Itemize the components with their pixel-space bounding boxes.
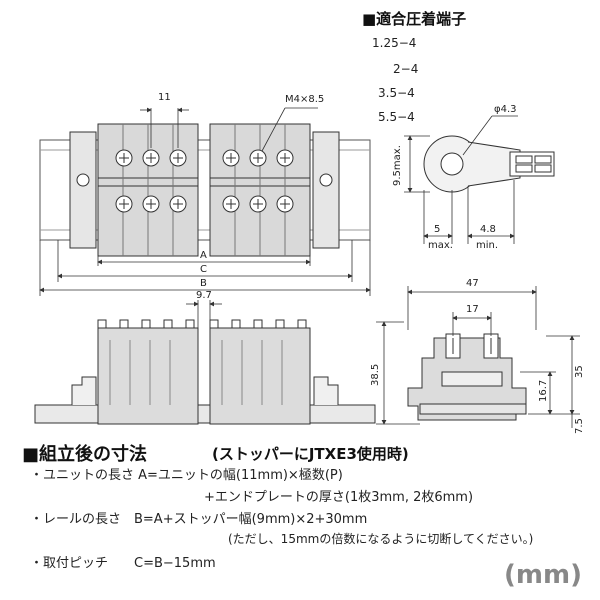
lug-d1-note: max. xyxy=(428,240,453,251)
terminals-heading: ■適合圧着端子 xyxy=(362,10,467,28)
side-h-base: 7.5 xyxy=(574,418,585,434)
front-rail xyxy=(34,404,376,424)
lug-d2-label: 4.8 xyxy=(480,224,496,235)
screw-label: M4×8.5 xyxy=(285,94,325,105)
lug-dimensions xyxy=(404,115,518,244)
side-rail xyxy=(419,403,527,415)
side-h-right: 35 xyxy=(574,365,585,378)
assembly-heading: ■組立後の寸法 xyxy=(22,444,148,465)
front-block-right xyxy=(209,327,311,425)
assembly-subheading: (ストッパーにJTXE3使用時) xyxy=(212,445,409,463)
assembly-line: (ただし、15mmの倍数になるように切断してください。) xyxy=(228,532,534,546)
terminal-item: 2−4 xyxy=(393,62,419,76)
side-w-outer: 47 xyxy=(466,278,479,289)
din-rail-outline xyxy=(39,139,371,241)
screw-row-top xyxy=(115,149,294,167)
side-h-mid: 16.7 xyxy=(538,379,549,402)
dim-b-label: B xyxy=(200,278,207,289)
front-gap-label: 9.7 xyxy=(196,290,212,301)
front-block-left xyxy=(97,327,199,425)
assembly-line: ・取付ピッチ C=B−15mm xyxy=(30,556,216,571)
front-stopper-left xyxy=(71,376,97,405)
left-stopper xyxy=(69,131,97,249)
right-stopper xyxy=(312,131,340,249)
crimp-lug xyxy=(423,135,555,193)
assembly-line: +エンドプレートの厚さ(1枚3mm, 2枚6mm) xyxy=(204,490,474,505)
pitch-dimension xyxy=(140,107,189,148)
side-w-inner: 17 xyxy=(466,304,479,315)
lug-d1-label: 5 xyxy=(434,224,441,235)
side-dimensions xyxy=(376,286,580,428)
dim-c-label: C xyxy=(200,264,207,275)
side-h-total: 38.5 xyxy=(370,363,381,386)
side-view xyxy=(407,333,527,421)
overall-dimensions xyxy=(39,240,371,296)
front-stopper-right xyxy=(313,376,339,405)
top-view xyxy=(39,123,371,257)
screw-row-bottom xyxy=(115,195,294,213)
lug-height-label: 9.5max. xyxy=(392,145,403,186)
dim-a-label: A xyxy=(200,250,207,261)
terminal-item: 5.5−4 xyxy=(378,110,415,124)
front-view xyxy=(34,300,376,425)
terminal-item: 3.5−4 xyxy=(378,86,415,100)
pitch-label: 11 xyxy=(158,92,171,103)
terminal-item: 1.25−4 xyxy=(372,36,417,50)
assembly-line: ・レールの長さ B=A+ストッパー幅(9mm)×2+30mm xyxy=(30,512,368,527)
lug-d2-note: min. xyxy=(476,240,499,251)
unit-label: (mm) xyxy=(504,560,582,590)
assembly-line: ・ユニットの長さ A=ユニットの幅(11mm)×極数(P) xyxy=(30,468,343,483)
stopper-screws xyxy=(76,173,333,187)
lug-hole-label: φ4.3 xyxy=(494,104,517,115)
